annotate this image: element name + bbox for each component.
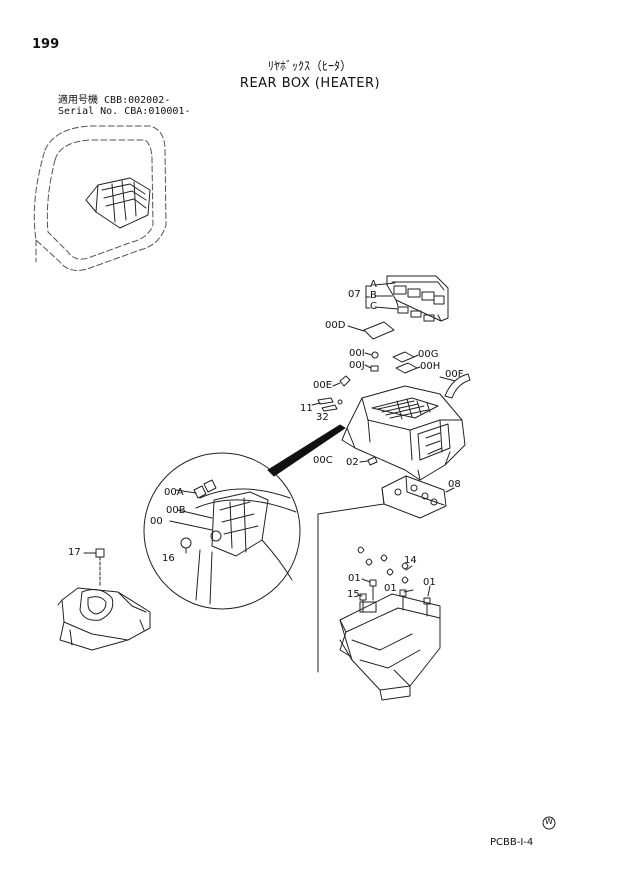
- callout-00e: 00E: [313, 380, 333, 391]
- parts-11-32-screws: [312, 398, 342, 411]
- callout-02: 02: [346, 457, 359, 468]
- part-17-plug: [84, 549, 104, 585]
- callout-07: 07: [348, 289, 361, 300]
- callout-14: 14: [404, 555, 417, 566]
- callout-01-right: 01: [423, 577, 436, 588]
- detail-zoom-circle: [144, 425, 345, 609]
- rear-box-heater-assembly: [342, 386, 465, 480]
- parts-00g-00h-plates: [393, 352, 420, 373]
- callout-01-middle: 01: [384, 583, 397, 594]
- cab-rear-box-small: [86, 178, 150, 228]
- part-02-bolt: [360, 457, 377, 465]
- leader-line-floor: [318, 504, 384, 672]
- footer-mark-circle: [543, 817, 555, 829]
- part-00e-bolt: [333, 376, 350, 386]
- page-number: 199: [32, 37, 60, 52]
- callout-00h: 00H: [420, 361, 441, 372]
- callout-32: 32: [316, 412, 329, 423]
- serial-jp-label: 適用号機: [58, 95, 98, 106]
- callout-b: B: [370, 290, 377, 301]
- callout-08: 08: [448, 479, 461, 490]
- callout-c: C: [370, 301, 377, 312]
- callout-00b: 00B: [166, 505, 186, 516]
- callout-00g: 00G: [418, 349, 439, 360]
- callout-00f: 00F: [445, 369, 464, 380]
- part-08-bracket: [382, 476, 454, 518]
- serial-en-label: Serial No.: [58, 106, 119, 117]
- serial-en-row: Serial No. CBA:010001-: [58, 107, 190, 117]
- callout-00i: 00I: [349, 348, 365, 359]
- callout-01-left: 01: [348, 573, 361, 584]
- callout-15: 15: [347, 589, 360, 600]
- floor-frame-drawing: [340, 594, 440, 700]
- serial-jp-row: 適用号機 CBB:002002-: [58, 96, 170, 106]
- footer-code: PCBB-I-4: [490, 837, 534, 848]
- callout-16: 16: [162, 553, 175, 564]
- upper-frame-left-drawing: [58, 588, 150, 650]
- callout-brackets-abc: [366, 283, 398, 309]
- parts-00i-00j-clips: [365, 352, 378, 371]
- part-07-switch-panel: [387, 276, 448, 321]
- footer-mark: W: [545, 817, 553, 826]
- callout-00j: 00J: [349, 360, 365, 371]
- callout-11: 11: [300, 403, 313, 414]
- callout-a: A: [370, 279, 377, 290]
- callout-00a: 00A: [164, 487, 184, 498]
- serial-en-value: CBA:010001-: [124, 106, 191, 117]
- cab-overview-drawing: [34, 126, 166, 270]
- part-00d-pad: [348, 322, 394, 339]
- callout-00d: 00D: [325, 320, 346, 331]
- callout-17: 17: [68, 547, 81, 558]
- bolts-01-14-15: [358, 547, 430, 616]
- part-00f-curved-strip: [440, 374, 470, 398]
- serial-jp-value: CBB:002002-: [104, 95, 171, 106]
- callout-00: 00: [150, 516, 163, 527]
- title-japanese: ﾘﾔﾎﾞｯｸｽ（ﾋｰﾀ）: [267, 59, 352, 73]
- title-english: REAR BOX (HEATER): [239, 76, 381, 91]
- callout-00c: 00C: [313, 455, 333, 466]
